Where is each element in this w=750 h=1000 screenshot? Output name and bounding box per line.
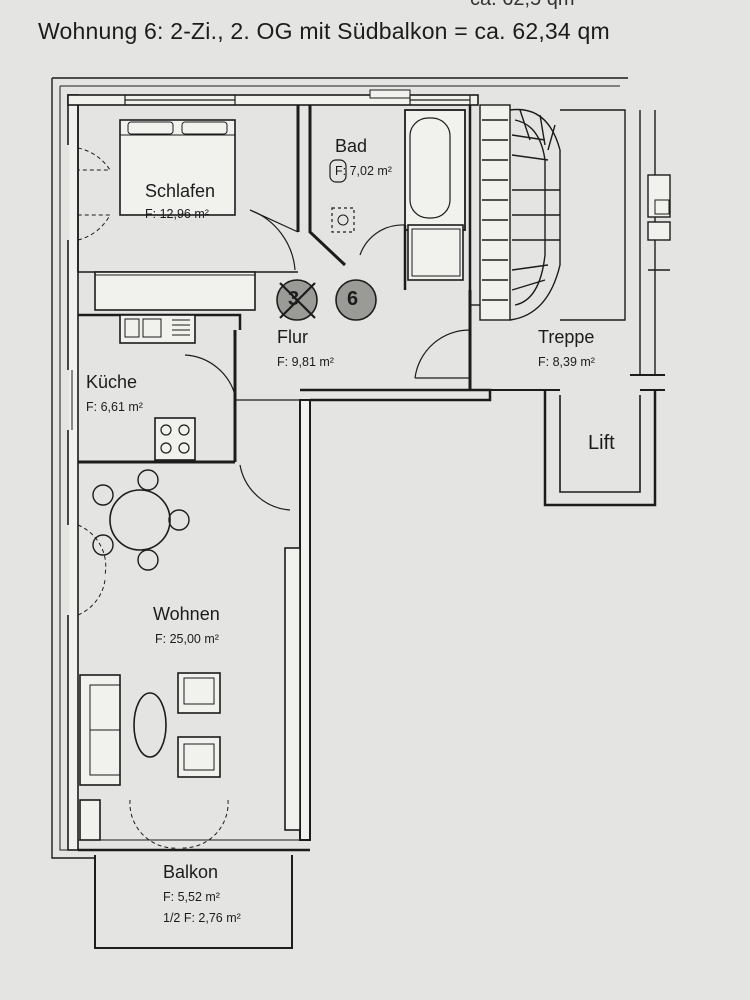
cut-off-text: ca. 62,5 qm: [470, 0, 575, 11]
room-name-lift: Lift: [588, 432, 615, 454]
room-name-flur: Flur: [277, 327, 308, 347]
crossed-apartment-number: 3: [288, 288, 300, 310]
room-balkon: [94, 855, 293, 949]
apartment-number-mark: [335, 279, 377, 321]
neighbour-edge: [639, 110, 671, 375]
room-area-kueche: F: 6,61 m²: [86, 400, 143, 414]
top-windows: [124, 95, 471, 105]
room-area-wohnen: F: 25,00 m²: [155, 632, 219, 646]
page-title: Wohnung 6: 2-Zi., 2. OG mit Südbalkon = …: [38, 18, 610, 44]
room-kueche: [66, 313, 242, 464]
outer-wall: [51, 77, 628, 859]
room-wohnen: [66, 469, 310, 852]
room-area-treppe: F: 8,39 m²: [538, 355, 595, 369]
room-name-balkon: Balkon: [163, 862, 219, 882]
room-bad: [308, 105, 472, 290]
apartment-crossed-mark: [276, 279, 318, 321]
room-area-schlafen: F: 12,96 m²: [145, 207, 209, 221]
room-schlafen: [66, 105, 300, 311]
room-name-wohnen: Wohnen: [153, 604, 220, 624]
room-flur: [235, 290, 492, 511]
room-area-bad: F: 7,02 m²: [335, 164, 392, 178]
room-treppe-lift: [490, 374, 665, 507]
corridor-wall: [284, 399, 311, 841]
room-half-area-balkon: 1/2 F: 2,76 m²: [163, 911, 241, 925]
room-name-kueche: Küche: [86, 372, 138, 392]
room-name-treppe: Treppe: [538, 327, 595, 347]
staircase: [470, 104, 626, 321]
room-area-flur: F: 9,81 m²: [277, 355, 334, 369]
room-name-bad: Bad: [335, 136, 368, 156]
room-area-balkon: F: 5,52 m²: [163, 890, 220, 904]
room-name-schlafen: Schlafen: [145, 181, 216, 201]
apartment-number: 6: [347, 288, 359, 310]
